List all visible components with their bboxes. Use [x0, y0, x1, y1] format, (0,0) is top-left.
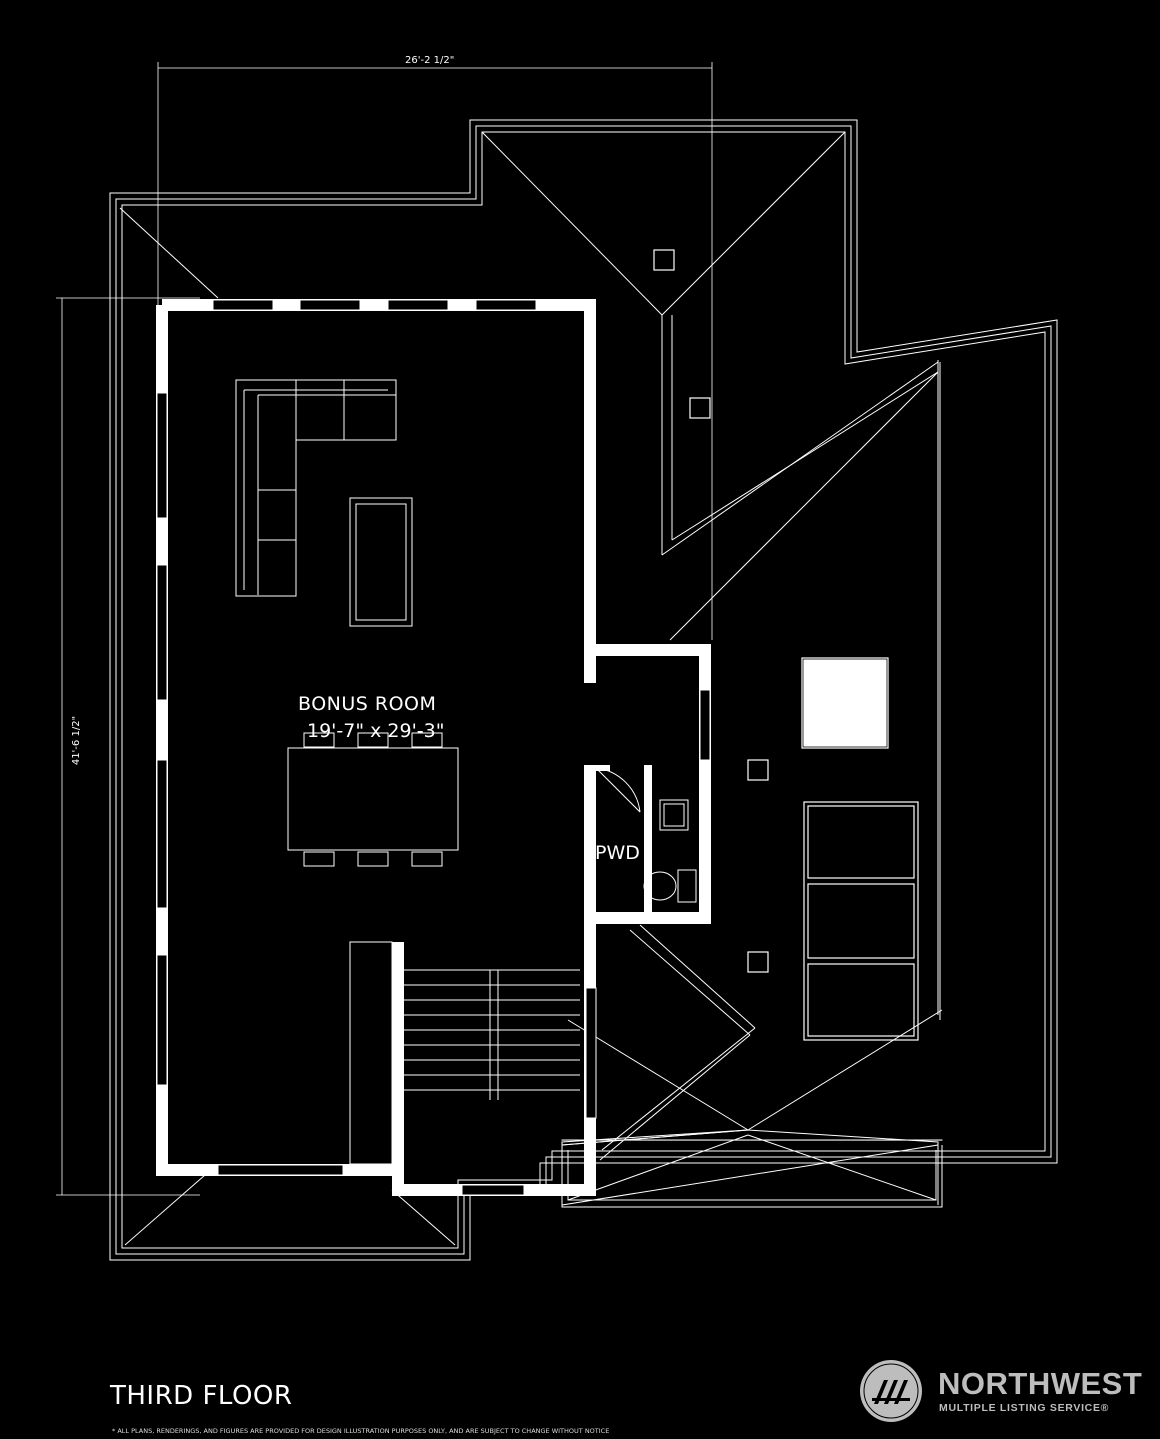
room-name: BONUS ROOM: [298, 693, 437, 715]
roof-lines: [109, 119, 1058, 1261]
furniture: [235, 379, 700, 1165]
powder-room-label: PWD: [595, 842, 640, 864]
windows: [156, 299, 711, 1196]
logo-emblem-icon: [860, 1360, 922, 1422]
floor-title: THIRD FLOOR: [110, 1381, 293, 1411]
logo-subtitle: MULTIPLE LISTING SERVICE®: [939, 1402, 1110, 1414]
logo-name: NORTHWEST: [938, 1366, 1143, 1401]
room-dimensions: 19'-7" x 29'-3": [307, 720, 445, 742]
dimension-lines: [56, 62, 713, 1196]
interior-walls: [392, 643, 652, 1177]
roof-features: [653, 249, 919, 1041]
nwmls-logo: NORTHWEST MULTIPLE LISTING SERVICE®: [856, 1358, 1142, 1424]
disclaimer: * ALL PLANS, RENDERINGS, AND FIGURES ARE…: [112, 1427, 610, 1435]
overall-width-dimension: 26'-2 1/2": [405, 55, 455, 66]
overall-depth-dimension: 41'-6 1/2": [71, 715, 83, 766]
